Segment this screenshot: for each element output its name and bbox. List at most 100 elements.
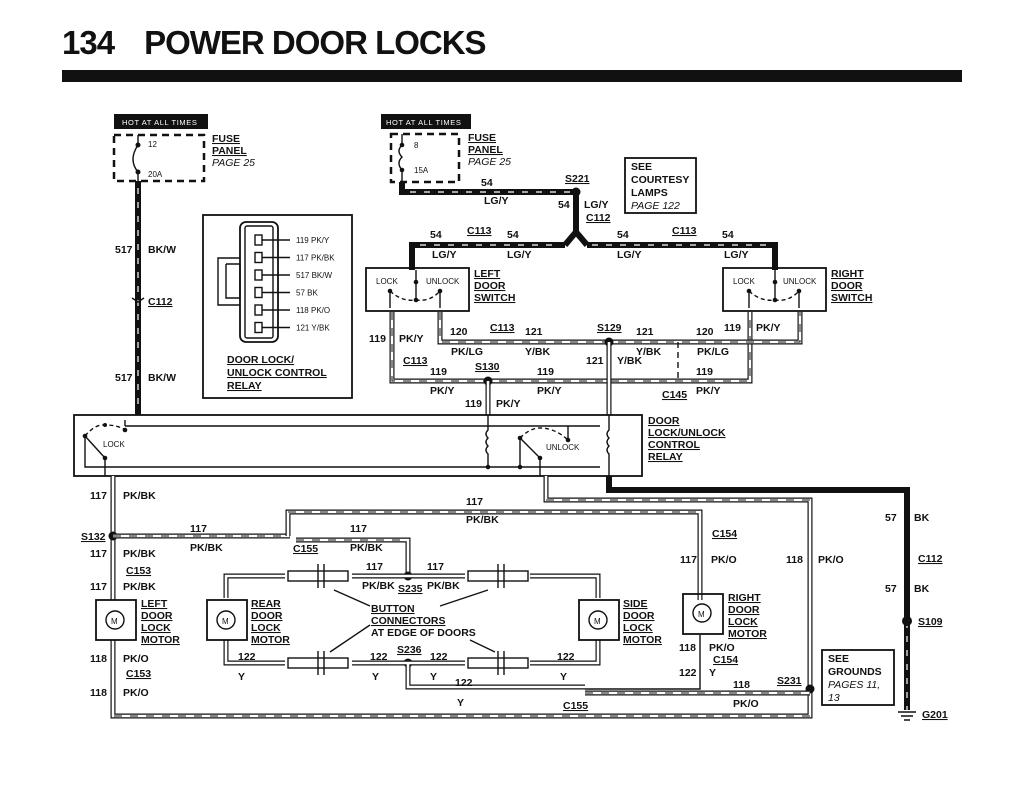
relay-inset-title: DOOR LOCK/ xyxy=(227,354,294,366)
component-title: LEFT xyxy=(141,598,168,610)
relay-pin xyxy=(254,304,263,316)
wire-color: Y xyxy=(430,671,437,683)
fuse-panel-box xyxy=(112,133,206,183)
see-courtesy-lamps-box: SEE COURTESY LAMPS PAGE 122 xyxy=(624,157,697,214)
wire-color: Y/BK xyxy=(636,346,662,358)
see-text: SEE xyxy=(828,653,849,665)
relay-pin-label: 119 PK/Y xyxy=(296,236,330,245)
wire-number: 117 xyxy=(427,561,444,573)
page-title: POWER DOOR LOCKS xyxy=(144,24,487,61)
component-title: DOOR xyxy=(474,280,506,292)
wire-number: 119 xyxy=(696,366,713,378)
wire-color: PK/BK xyxy=(123,581,156,593)
wire-color: PK/LG xyxy=(697,346,729,358)
wire-number: 54 xyxy=(617,229,629,241)
fuse-panel-right: HOT AT ALL TIMES 8 15A FUSE PANEL PAGE 2… xyxy=(381,114,511,184)
motor-icon: M xyxy=(222,617,229,626)
component-title: CONTROL xyxy=(648,439,700,451)
relay-lock-label: LOCK xyxy=(103,440,125,449)
motor-icon: M xyxy=(594,617,601,626)
relay-inset-title: RELAY xyxy=(227,380,262,392)
relay-pin-label: 118 PK/O xyxy=(296,306,330,315)
wire-color: PK/O xyxy=(733,698,759,710)
connector-symbol xyxy=(131,297,145,303)
wire-number: 119 xyxy=(430,366,447,378)
wire-color: LG/Y xyxy=(432,249,457,261)
relay-pin xyxy=(254,269,263,281)
wire-number: 54 xyxy=(481,177,493,189)
wire-number: 117 xyxy=(466,496,483,508)
wire-color: PK/Y xyxy=(496,398,521,410)
wire-number: 117 xyxy=(190,523,207,535)
connector-c154: C154 xyxy=(712,528,737,540)
connector-c113: C113 xyxy=(467,225,492,237)
wire-color: Y xyxy=(457,697,464,709)
wire-color: PK/O xyxy=(123,687,149,699)
component-title: LOCK/UNLOCK xyxy=(648,427,726,439)
relay-unlock-label: UNLOCK xyxy=(546,443,580,452)
fuse-title: PANEL xyxy=(468,144,503,156)
wire-color: PK/O xyxy=(818,554,844,566)
relay-pin-label: 57 BK xyxy=(296,289,318,298)
page-header: 134 POWER DOOR LOCKS xyxy=(62,24,487,62)
wire-number: 57 xyxy=(885,512,897,524)
component-title: DOOR xyxy=(728,604,760,616)
component-title: LOCK xyxy=(623,622,653,634)
wire-color: PK/Y xyxy=(399,333,424,345)
wire-54-feed: 54 LG/Y S221 54 LG/Y C112 54 LG/Y C113 5… xyxy=(399,173,778,270)
ground-icon xyxy=(898,711,916,721)
wire-number: 117 xyxy=(350,523,367,535)
see-page-ref: 13 xyxy=(828,692,840,704)
wire-color: Y xyxy=(709,667,716,679)
hot-label: HOT AT ALL TIMES xyxy=(122,118,197,127)
connector-c155: C155 xyxy=(293,543,318,555)
wire-number: 54 xyxy=(507,229,519,241)
splice-s130: S130 xyxy=(475,361,500,373)
relay-pin xyxy=(254,251,263,264)
wire-number: 118 xyxy=(733,679,750,691)
wire-color: Y/BK xyxy=(617,355,643,367)
wire-color: PK/Y xyxy=(696,385,721,397)
page-number: 134 xyxy=(62,24,115,61)
wire-number: 54 xyxy=(430,229,442,241)
right-door-lock-motor: M RIGHT DOOR LOCK MOTOR xyxy=(682,592,767,640)
component-title: LOCK xyxy=(251,622,281,634)
wire-color: PK/Y xyxy=(430,385,455,397)
splice-s235: S235 xyxy=(398,583,423,595)
component-title: DOOR xyxy=(648,415,680,427)
motor-icon: M xyxy=(698,610,705,619)
wire-number: 122 xyxy=(370,651,388,663)
wire-57-ground: 57 BK C112 57 BK S109 G201 xyxy=(606,476,948,721)
relay-pin-label: 117 PK/BK xyxy=(296,254,335,263)
switch-lock-label: LOCK xyxy=(376,277,398,286)
wire-number: 119 xyxy=(724,322,741,334)
wire-color: BK xyxy=(914,512,930,524)
see-grounds-box: SEE GROUNDS PAGES 11, 13 xyxy=(821,649,895,706)
component-title: DOOR xyxy=(623,610,655,622)
wire-517: 517 BK/W C112 517 BK/W xyxy=(115,181,176,415)
wire-number: 122 xyxy=(430,651,448,663)
button-connectors-label: CONNECTORS xyxy=(371,615,445,627)
wire-number: 57 xyxy=(885,583,897,595)
see-text: SEE xyxy=(631,161,652,173)
connector-c112: C112 xyxy=(586,212,611,224)
left-door-switch: LOCK UNLOCK LEFT DOOR SWITCH xyxy=(365,267,515,312)
see-text: GROUNDS xyxy=(828,666,882,678)
button-connectors-label: BUTTON xyxy=(371,603,415,615)
relay-pin-label: 517 BK/W xyxy=(296,271,332,280)
wire-number: 517 xyxy=(115,372,133,384)
motor-harness xyxy=(108,476,815,719)
wire-number: 54 xyxy=(722,229,734,241)
wire-number: 119 xyxy=(465,398,482,410)
wire-color: PK/Y xyxy=(537,385,562,397)
connector-c112: C112 xyxy=(918,553,943,565)
wire-color: Y xyxy=(238,671,245,683)
wire-color: BK/W xyxy=(148,372,176,384)
component-title: REAR xyxy=(251,598,281,610)
switch-harness: 119 PK/Y 120 PK/LG C113 121 Y/BK S129 12… xyxy=(369,312,803,415)
wire-color: PK/BK xyxy=(190,542,223,554)
hot-label: HOT AT ALL TIMES xyxy=(386,118,461,127)
connector-c153: C153 xyxy=(126,565,151,577)
